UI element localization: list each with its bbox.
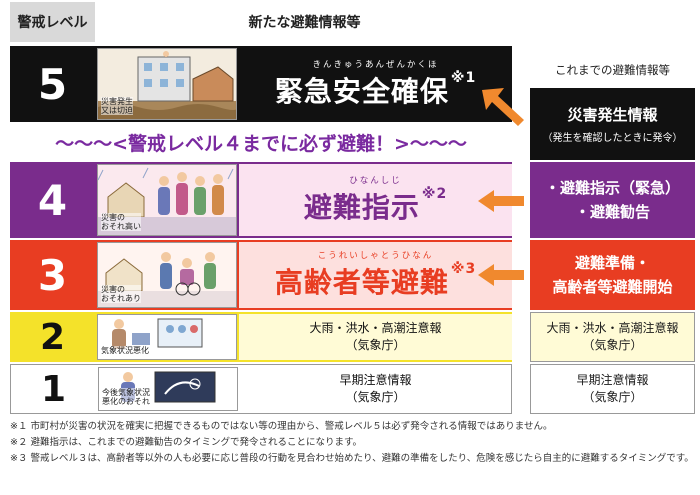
level-3-row: 3 災害の おそれあり こうれいしゃとうひなん 高齢者等避難※3 (10, 240, 512, 310)
level-2-line2: （気象庁） (345, 338, 406, 352)
illustration-caption: 災害発生 又は切迫 (101, 97, 133, 115)
arrow-left-icon (478, 264, 524, 286)
illustration-caption: 災害の おそれ高い (101, 213, 141, 231)
level-1-line2: （気象庁） (345, 390, 406, 404)
level-2-label-box: 大雨・洪水・高潮注意報 （気象庁） (239, 314, 512, 360)
ruby-reading: ひなんしじ (349, 176, 402, 186)
level-2-line1: 大雨・洪水・高潮注意報 (309, 321, 442, 335)
old-level-5-title: 災害発生情報 (567, 106, 658, 124)
old-level-1-box: 早期注意情報 （気象庁） (530, 364, 695, 414)
evacuating-people-illustration: 災害の おそれ高い (97, 164, 237, 236)
old-level-2-box: 大雨・洪水・高潮注意報 （気象庁） (530, 312, 695, 362)
footnote-3: ※３ 警戒レベル３は、高齢者等以外の人も必要に応じ普段の行動を見合わせ始めたり、… (10, 453, 694, 464)
ruby-reading: こうれいしゃとうひなん (317, 251, 434, 261)
level-2-row: 2 気象状況悪化 大雨・洪水・高潮注意報 （気象庁） (10, 312, 512, 362)
footnote-1: ※１ 市町村が災害の状況を確実に把握できるものではない等の理由から、警戒レベル５… (10, 421, 553, 432)
level-3-label: 高齢者等避難※3 (274, 261, 477, 299)
old-level-5-sub: （発生を確認したときに発令） (542, 133, 683, 144)
old-level-4-line2: ・避難勧告 (574, 203, 650, 221)
level-5-label-box: きんきゅうあんぜんかくほ 緊急安全確保※1 (239, 48, 512, 120)
tv-weather-illustration: 気象状況悪化 (97, 314, 237, 360)
arrow-up-left-icon (482, 88, 524, 126)
old-level-4-box: ・避難指示（緊急） ・避難勧告 (530, 162, 695, 238)
illustration-caption: 災害の おそれあり (101, 285, 141, 303)
level-4-label: 避難指示※2 (303, 186, 448, 224)
level-5-label: 緊急安全確保※1 (274, 70, 477, 108)
illustration-caption: 気象状況悪化 (101, 346, 149, 355)
old-level-3-line2: 高齢者等避難開始 (552, 278, 673, 296)
flood-house-illustration: 災害発生 又は切迫 (97, 48, 237, 120)
evacuate-by-level-4-banner: 〜〜〜<警戒レベル４までに必ず避難！>〜〜〜 (10, 124, 512, 160)
level-number: 4 (37, 175, 68, 225)
illustration-caption: 今後気象状況 悪化のおそれ (102, 388, 150, 406)
old-level-2-line1: 大雨・洪水・高潮注意報 (546, 321, 679, 335)
arrow-left-icon (478, 190, 524, 212)
level-1-row: 1 今後気象状況 悪化のおそれ 早期注意情報 （気象庁） (10, 364, 512, 414)
weather-map-illustration: 今後気象状況 悪化のおそれ (98, 367, 238, 411)
level-1-line1: 早期注意情報 (339, 373, 412, 387)
old-level-3-box: 避難準備・ 高齢者等避難開始 (530, 240, 695, 310)
ruby-reading: きんきゅうあんぜんかくほ (312, 60, 439, 70)
old-level-3-line1: 避難準備・ (574, 254, 650, 272)
level-4-row: 4 災害の おそれ高い ひなんしじ 避難指示※2 (10, 162, 512, 238)
elderly-evacuation-illustration: 災害の おそれあり (97, 242, 237, 308)
footnote-2: ※２ 避難指示は、これまでの避難勧告のタイミングで発令されることになります。 (10, 437, 363, 448)
old-level-4-line1: ・避難指示（緊急） (544, 179, 680, 197)
old-level-2-line2: （気象庁） (582, 338, 643, 352)
old-level-1-line2: （気象庁） (582, 390, 643, 404)
level-number: 2 (39, 316, 66, 358)
level-1-label-box: 早期注意情報 （気象庁） (240, 367, 511, 411)
level-5-row: 5 災害発生 又は切迫 きんきゅうあんぜんかくほ 緊急安全確保※1 (10, 46, 512, 122)
level-4-label-box: ひなんしじ 避難指示※2 (239, 164, 512, 236)
level-number: 3 (37, 250, 68, 300)
new-info-column-header: 新たな避難情報等 (248, 15, 361, 31)
level-number: 5 (37, 59, 68, 109)
old-level-1-line1: 早期注意情報 (576, 373, 649, 387)
level-number: 1 (40, 368, 67, 410)
old-info-column-header: これまでの避難情報等 (555, 63, 670, 77)
level-column-header: 警戒レベル (10, 2, 95, 42)
old-level-5-box: 災害発生情報 （発生を確認したときに発令） (530, 88, 695, 160)
level-3-label-box: こうれいしゃとうひなん 高齢者等避難※3 (239, 242, 512, 308)
